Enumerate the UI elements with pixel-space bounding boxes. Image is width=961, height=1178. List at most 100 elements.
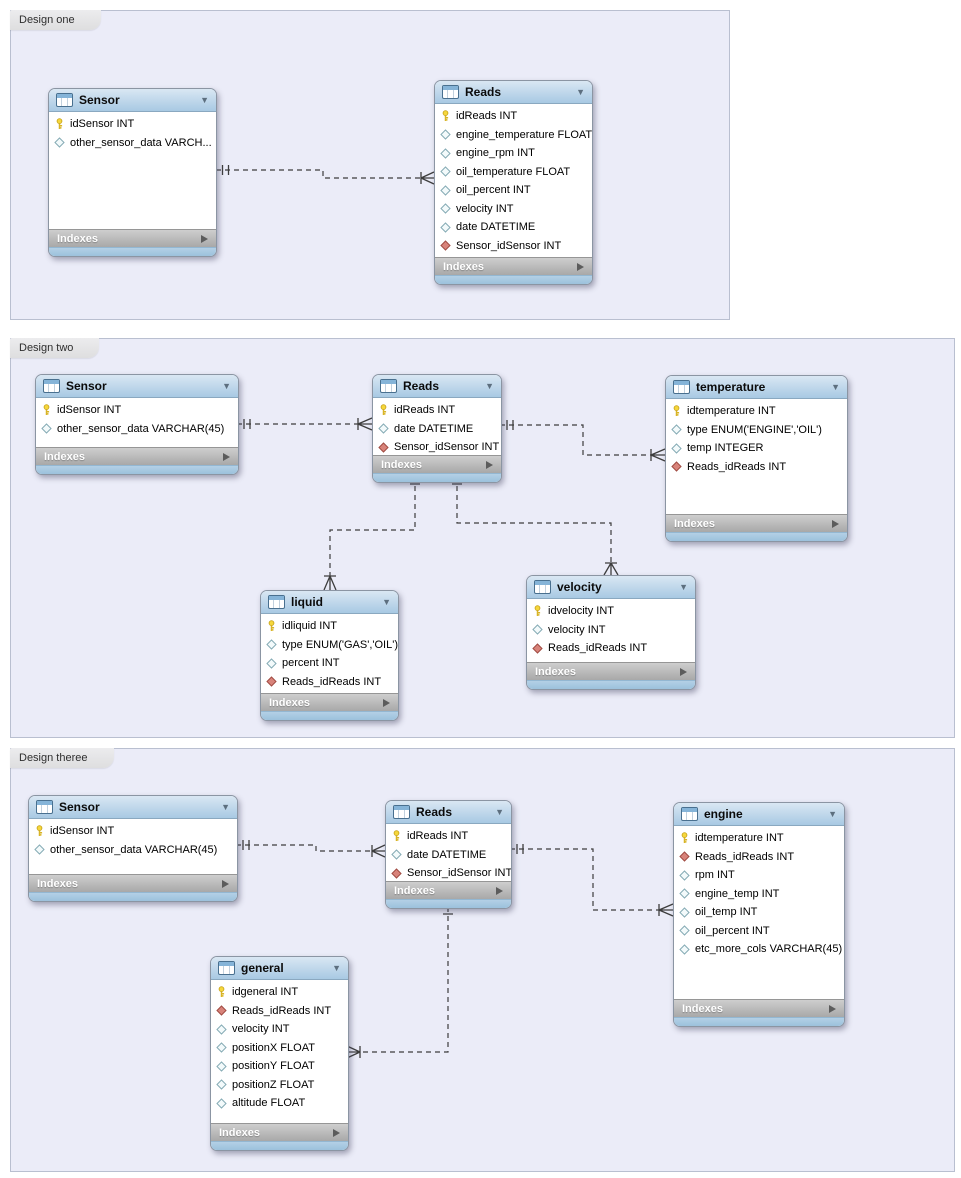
column-row[interactable]: positionX FLOAT [211, 1039, 348, 1058]
column-row[interactable]: velocity INT [211, 1020, 348, 1039]
column-row[interactable]: oil_percent INT [435, 181, 592, 200]
collapse-arrow-icon[interactable]: ▼ [222, 380, 231, 391]
column-row[interactable]: temp INTEGER [666, 439, 847, 458]
indexes-bar[interactable]: Indexes [386, 881, 511, 899]
collapse-arrow-icon[interactable]: ▼ [828, 808, 837, 819]
column-row[interactable]: idReads INT [435, 107, 592, 126]
indexes-bar[interactable]: Indexes [49, 229, 216, 247]
column-row[interactable]: type ENUM('GAS','OIL') [261, 636, 398, 655]
column-row[interactable]: engine_temp INT [674, 885, 844, 904]
column-row[interactable]: type ENUM('ENGINE','OIL') [666, 421, 847, 440]
column-row[interactable]: Reads_idReads INT [666, 458, 847, 477]
column-row[interactable]: date DATETIME [386, 846, 511, 865]
table-header[interactable]: engine ▼ [674, 803, 844, 826]
column-row[interactable]: idliquid INT [261, 617, 398, 636]
column-row[interactable]: idSensor INT [49, 115, 216, 134]
indexes-bar[interactable]: Indexes [29, 874, 237, 892]
column-row[interactable]: positionZ FLOAT [211, 1076, 348, 1095]
table-header[interactable]: temperature ▼ [666, 376, 847, 399]
table-header[interactable]: Reads ▼ [435, 81, 592, 104]
column-row[interactable]: etc_more_cols VARCHAR(45) [674, 940, 844, 959]
collapse-arrow-icon[interactable]: ▼ [576, 86, 585, 97]
table-header[interactable]: velocity ▼ [527, 576, 695, 599]
table-header[interactable]: Sensor ▼ [36, 375, 238, 398]
column-row[interactable]: date DATETIME [373, 420, 501, 439]
column-row[interactable]: percent INT [261, 654, 398, 673]
relationship-sensor-reads-d1[interactable] [216, 165, 435, 185]
collapse-arrow-icon[interactable]: ▼ [221, 801, 230, 812]
column-row[interactable]: Sensor_idSensor INT [386, 864, 511, 881]
design-tab-two[interactable]: Design two [10, 338, 100, 358]
collapse-arrow-icon[interactable]: ▼ [679, 581, 688, 592]
table-header[interactable]: Sensor ▼ [49, 89, 216, 112]
column-row[interactable]: idReads INT [373, 401, 501, 420]
relationship-sensor-reads-d3[interactable] [236, 840, 386, 858]
column-row[interactable]: other_sensor_data VARCHAR(45) [36, 420, 238, 439]
column-row[interactable]: oil_temp INT [674, 903, 844, 922]
table-header[interactable]: general ▼ [211, 957, 348, 980]
column-row[interactable]: other_sensor_data VARCH... [49, 134, 216, 153]
column-row[interactable]: velocity INT [435, 200, 592, 219]
column-row[interactable]: engine_temperature FLOAT [435, 126, 592, 145]
collapse-arrow-icon[interactable]: ▼ [332, 962, 341, 973]
column-row[interactable]: Reads_idReads INT [211, 1002, 348, 1021]
column-row[interactable]: Sensor_idSensor INT [373, 438, 501, 455]
indexes-bar[interactable]: Indexes [527, 662, 695, 680]
relationship-reads-velocity-d2[interactable] [452, 468, 619, 576]
column-row[interactable]: Reads_idReads INT [527, 639, 695, 658]
column-row[interactable]: other_sensor_data VARCHAR(45) [29, 841, 237, 860]
relationship-reads-engine-d3[interactable] [510, 844, 674, 917]
column-row[interactable]: positionY FLOAT [211, 1057, 348, 1076]
column-row[interactable]: idSensor INT [36, 401, 238, 420]
column-row[interactable]: idgeneral INT [211, 983, 348, 1002]
collapse-arrow-icon[interactable]: ▼ [200, 94, 209, 105]
column-row[interactable]: rpm INT [674, 866, 844, 885]
design-tab-three[interactable]: Design theree [10, 748, 114, 768]
column-row[interactable]: Reads_idReads INT [674, 848, 844, 867]
collapse-arrow-icon[interactable]: ▼ [831, 381, 840, 392]
column-row[interactable]: engine_rpm INT [435, 144, 592, 163]
table-header[interactable]: Reads ▼ [386, 801, 511, 824]
column-row[interactable]: idtemperature INT [674, 829, 844, 848]
indexes-bar[interactable]: Indexes [674, 999, 844, 1017]
column-row[interactable]: Reads_idReads INT [261, 673, 398, 692]
column-row[interactable]: Sensor_idSensor INT [435, 237, 592, 256]
indexes-bar[interactable]: Indexes [666, 514, 847, 532]
column-row[interactable]: idtemperature INT [666, 402, 847, 421]
column-row[interactable]: altitude FLOAT [211, 1094, 348, 1113]
design-tab-one[interactable]: Design one [10, 10, 101, 30]
indexes-bar[interactable]: Indexes [211, 1123, 348, 1141]
column-row[interactable]: idvelocity INT [527, 602, 695, 621]
column-row[interactable]: oil_temperature FLOAT [435, 163, 592, 182]
relationship-sensor-reads-d2[interactable] [237, 417, 373, 431]
relationship-reads-liquid-d2[interactable] [323, 468, 420, 591]
relationship-reads-general-d3[interactable] [346, 898, 453, 1059]
indexes-bar[interactable]: Indexes [261, 693, 398, 711]
column-row[interactable]: oil_percent INT [674, 922, 844, 941]
column-row[interactable]: date DATETIME [435, 218, 592, 237]
column-row[interactable]: idReads INT [386, 827, 511, 846]
table-header[interactable]: Reads ▼ [373, 375, 501, 398]
indexes-bar[interactable]: Indexes [36, 447, 238, 465]
column-row[interactable]: idSensor INT [29, 822, 237, 841]
collapse-arrow-icon[interactable]: ▼ [485, 380, 494, 391]
indexes-bar[interactable]: Indexes [373, 455, 501, 473]
collapse-arrow-icon[interactable]: ▼ [495, 806, 504, 817]
collapse-arrow-icon[interactable]: ▼ [382, 596, 391, 607]
column-row[interactable]: velocity INT [527, 621, 695, 640]
table-header[interactable]: liquid ▼ [261, 591, 398, 614]
indexes-bar[interactable]: Indexes [435, 257, 592, 275]
table-header[interactable]: Sensor ▼ [29, 796, 237, 819]
relationship-reads-temperature-d2[interactable] [500, 420, 666, 462]
